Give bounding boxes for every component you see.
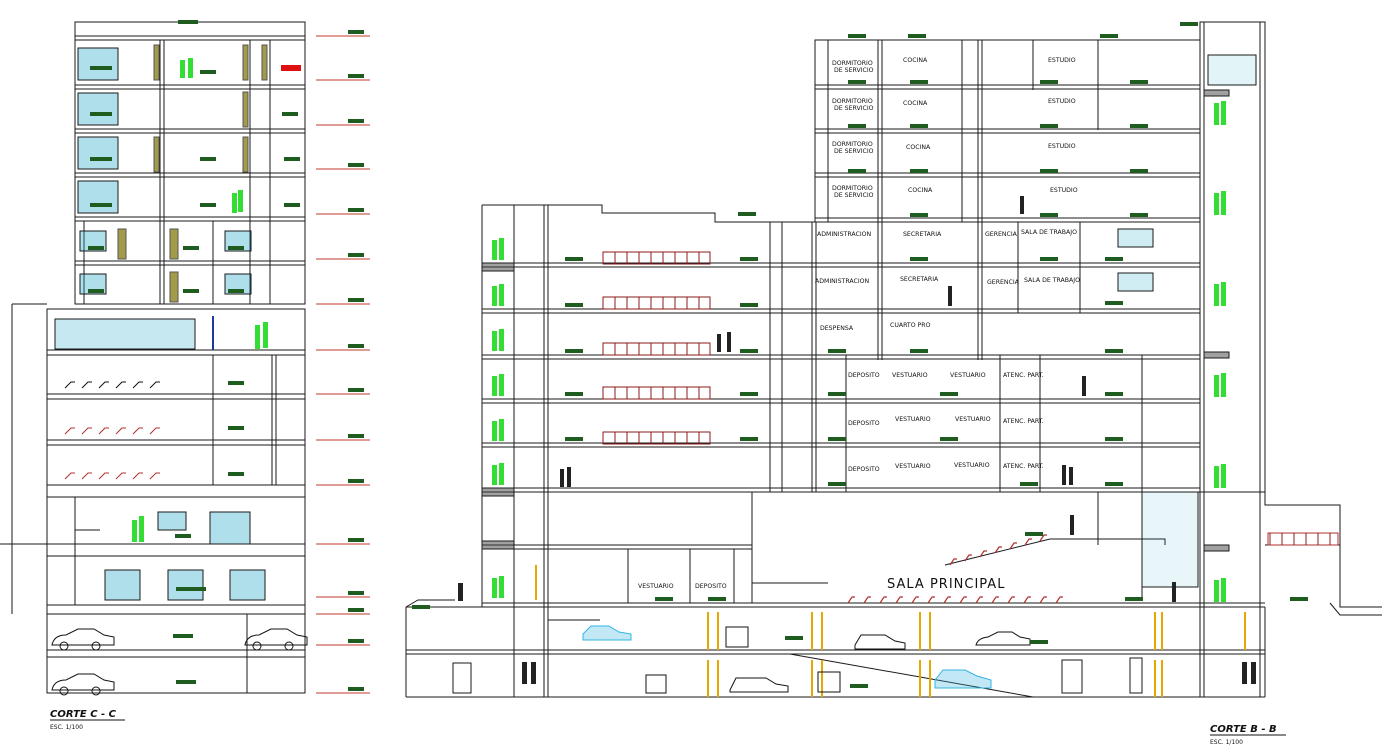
svg-text:COCINA: COCINA: [908, 187, 933, 194]
svg-text:DEPOSITO: DEPOSITO: [848, 372, 880, 379]
svg-text:GERENCIA: GERENCIA: [985, 231, 1018, 238]
section-c-c: [0, 21, 306, 694]
svg-text:ATENC. PART.: ATENC. PART.: [1003, 372, 1044, 379]
svg-text:ESTUDIO: ESTUDIO: [1050, 187, 1078, 194]
svg-text:ESTUDIO: ESTUDIO: [1048, 143, 1076, 150]
svg-text:VESTUARIO: VESTUARIO: [950, 372, 986, 379]
right-level-tags: [412, 22, 1308, 688]
svg-text:SECRETARIA: SECRETARIA: [900, 276, 939, 283]
svg-text:DEPOSITO: DEPOSITO: [848, 420, 880, 427]
section-b-b-scale: ESC. 1/100: [1210, 739, 1243, 746]
svg-text:COCINA: COCINA: [906, 144, 931, 151]
left-level-tags: [88, 20, 364, 691]
svg-text:ADMINISTRACION: ADMINISTRACION: [817, 231, 872, 238]
svg-text:ESTUDIO: ESTUDIO: [1048, 57, 1076, 64]
svg-text:SALA DE TRABAJO: SALA DE TRABAJO: [1021, 229, 1077, 236]
auditorium-seats: [847, 534, 1063, 604]
svg-text:VESTUARIO: VESTUARIO: [638, 583, 674, 590]
left-seats-red: [64, 427, 160, 480]
svg-text:GERENCIA: GERENCIA: [987, 279, 1020, 286]
svg-text:ADMINISTRACION: ADMINISTRACION: [815, 278, 870, 285]
left-cars: [51, 628, 308, 696]
svg-text:VESTUARIO: VESTUARIO: [954, 462, 990, 469]
svg-text:DORMITORIO: DORMITORIO: [832, 60, 873, 67]
svg-text:COCINA: COCINA: [903, 100, 928, 107]
svg-text:SECRETARIA: SECRETARIA: [903, 231, 942, 238]
svg-text:DESPENSA: DESPENSA: [820, 325, 854, 332]
svg-text:DE SERVICIO: DE SERVICIO: [834, 105, 874, 112]
section-b-b: [405, 21, 1382, 698]
right-people-black: [458, 196, 1256, 684]
svg-text:SALA DE TRABAJO: SALA DE TRABAJO: [1024, 277, 1080, 284]
svg-text:CUARTO PRO: CUARTO PRO: [890, 322, 931, 329]
right-people: [492, 101, 1226, 602]
svg-text:DE SERVICIO: DE SERVICIO: [834, 192, 874, 199]
svg-text:DEPOSITO: DEPOSITO: [848, 466, 880, 473]
svg-text:VESTUARIO: VESTUARIO: [895, 463, 931, 470]
svg-text:DEPOSITO: DEPOSITO: [695, 583, 727, 590]
svg-text:COCINA: COCINA: [903, 57, 928, 64]
svg-text:DORMITORIO: DORMITORIO: [832, 141, 873, 148]
svg-text:VESTUARIO: VESTUARIO: [955, 416, 991, 423]
parking-columns: [535, 565, 1246, 697]
svg-text:VESTUARIO: VESTUARIO: [892, 372, 928, 379]
svg-text:DORMITORIO: DORMITORIO: [832, 185, 873, 192]
room-labels: DORMITORIO DE SERVICIO DORMITORIO DE SER…: [638, 57, 1080, 590]
section-c-c-scale: ESC. 1/100: [50, 724, 83, 731]
svg-text:ESTUDIO: ESTUDIO: [1048, 98, 1076, 105]
parking-cars: [582, 625, 1031, 694]
svg-text:DE SERVICIO: DE SERVICIO: [834, 148, 874, 155]
svg-text:DE SERVICIO: DE SERVICIO: [834, 67, 874, 74]
section-b-b-title: CORTE B - B: [1210, 724, 1277, 735]
section-c-c-title: CORTE C - C: [50, 709, 117, 720]
main-hall-label: SALA PRINCIPAL: [887, 577, 1005, 592]
svg-text:DORMITORIO: DORMITORIO: [832, 98, 873, 105]
left-people: [132, 58, 268, 542]
left-seats: [64, 381, 160, 389]
left-level-markers: [316, 35, 370, 694]
svg-text:VESTUARIO: VESTUARIO: [895, 416, 931, 423]
shelving: [602, 251, 1331, 545]
svg-text:ATENC. PART.: ATENC. PART.: [1003, 463, 1044, 470]
svg-text:ATENC. PART.: ATENC. PART.: [1003, 418, 1044, 425]
